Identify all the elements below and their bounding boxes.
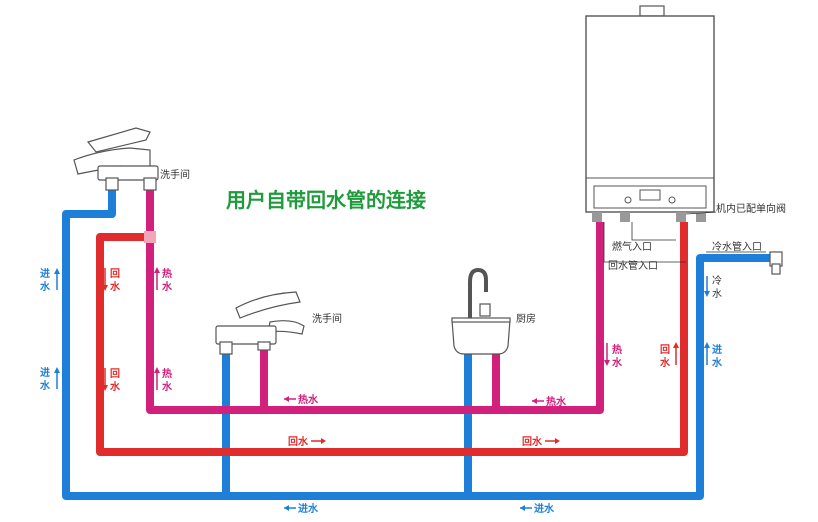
svg-text:水: 水 — [109, 280, 121, 293]
svg-text:水: 水 — [611, 356, 623, 369]
hot-vertical-label-lower: 热 水 — [154, 367, 173, 393]
return-vertical-label-upper: 回 水 — [102, 268, 121, 293]
kitchen-label: 厨房 — [516, 312, 536, 325]
cold-water-pipe-outer — [62, 178, 774, 500]
svg-text:热: 热 — [162, 267, 172, 280]
svg-text:水: 水 — [161, 380, 173, 393]
inlet-vertical-label-right: 进 水 — [704, 342, 723, 369]
svg-text:热: 热 — [612, 343, 622, 356]
svg-text:热水: 热水 — [546, 395, 567, 408]
cold-inlet-label: 冷水管入口 — [712, 240, 762, 253]
svg-text:回水: 回水 — [522, 435, 543, 448]
svg-text:回: 回 — [110, 268, 120, 280]
hot-flow-label-right: 热水 — [532, 395, 567, 408]
svg-text:热水: 热水 — [298, 393, 319, 406]
hot-water-pipe — [146, 190, 604, 414]
tee-joint — [144, 231, 156, 243]
water-heater-icon — [585, 5, 715, 222]
inlet-vertical-label-lower: 进 水 — [39, 366, 60, 392]
gas-inlet-label: 燃气入口 — [612, 240, 652, 253]
inlet-flow-label-right: 进水 — [520, 502, 555, 515]
hot-vertical-label-right: 热 水 — [604, 343, 623, 369]
basin-mid-faucet-icon — [215, 291, 305, 355]
svg-text:进: 进 — [712, 343, 722, 356]
svg-text:水: 水 — [109, 380, 121, 393]
return-flow-label-left: 回水 — [288, 435, 326, 448]
check-valve-label: 机内已配单向阀 — [716, 202, 786, 215]
svg-text:热: 热 — [162, 367, 172, 380]
svg-text:水: 水 — [711, 356, 723, 369]
svg-text:进: 进 — [40, 267, 50, 280]
cold-vertical-label: 冷 水 — [704, 274, 722, 300]
svg-text:进水: 进水 — [534, 502, 555, 515]
svg-text:回水: 回水 — [288, 435, 309, 448]
svg-text:水: 水 — [712, 288, 722, 300]
hot-flow-label-left: 热水 — [284, 393, 319, 406]
return-vertical-label-right: 回 水 — [659, 342, 679, 369]
svg-text:进: 进 — [40, 366, 50, 379]
return-water-pipe — [96, 222, 688, 456]
svg-text:水: 水 — [161, 280, 173, 293]
hot-vertical-label-upper: 热 水 — [154, 267, 173, 293]
basin-top-label: 洗手间 — [160, 168, 190, 181]
gas-inlet-leader — [631, 222, 676, 241]
return-vertical-label-lower: 回 水 — [102, 368, 121, 393]
svg-text:进水: 进水 — [298, 502, 319, 515]
return-flow-label-right: 回水 — [522, 435, 560, 448]
kitchen-sink-icon — [451, 267, 511, 355]
svg-text:回: 回 — [110, 368, 120, 380]
svg-text:冷: 冷 — [712, 274, 722, 287]
inlet-vertical-label-upper: 进 水 — [39, 267, 60, 293]
svg-text:回: 回 — [660, 344, 670, 356]
check-valve-leader — [685, 211, 717, 215]
svg-text:水: 水 — [39, 379, 51, 392]
svg-text:水: 水 — [659, 356, 671, 369]
basin-mid-label: 洗手间 — [312, 312, 342, 325]
return-inlet-leader — [603, 222, 686, 263]
return-inlet-label: 回水管入口 — [608, 259, 658, 272]
cold-inlet-valve-icon — [769, 251, 783, 275]
inlet-flow-label-left: 进水 — [284, 502, 319, 515]
svg-text:水: 水 — [39, 280, 51, 293]
basin-top-faucet-icon — [73, 127, 159, 191]
diagram-title: 用户自带回水管的连接 — [226, 188, 426, 212]
